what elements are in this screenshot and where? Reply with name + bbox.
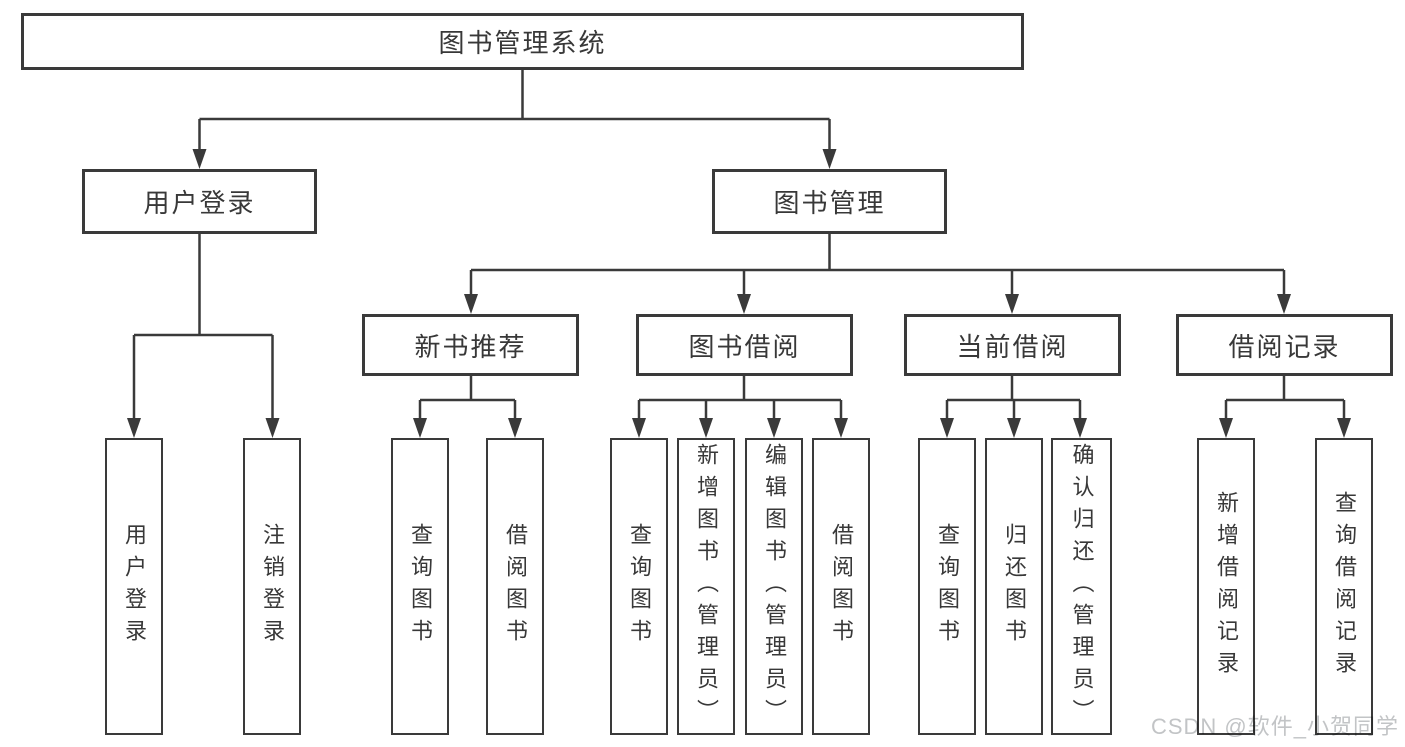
arrowhead-leaf-query-books-2 (632, 418, 646, 438)
arrowhead-leaf-edit-book (767, 418, 781, 438)
leaf-query-borrow-record-label: 查询借阅记录 (1332, 490, 1357, 683)
arrowhead-user-login (192, 149, 207, 169)
node-user-login: 用户登录 (82, 169, 317, 234)
node-new-book-rec-label: 新书推荐 (414, 331, 527, 362)
leaf-borrow-books-1: 借阅图书 (486, 438, 544, 735)
arrowhead-leaf-borrow-books-1 (508, 418, 522, 438)
node-root: 图书管理系统 (21, 13, 1024, 70)
arrowhead-leaf-confirm-return (1073, 418, 1087, 438)
node-book-borrow-label: 图书借阅 (688, 331, 801, 362)
connector-new-book-rec-children (418, 376, 517, 421)
node-current-borrow-label: 当前借阅 (956, 331, 1069, 362)
arrowhead-leaf-user-login (127, 418, 141, 438)
csdn-watermark: CSDN @软件_小贺同学 (1150, 714, 1399, 739)
node-book-mgmt-label: 图书管理 (773, 188, 886, 218)
connector-current-borrow-children (945, 376, 1082, 421)
node-borrow-records-label: 借阅记录 (1228, 331, 1341, 362)
leaf-query-books-1: 查询图书 (391, 438, 449, 735)
arrowhead-leaf-add-book (699, 418, 713, 438)
leaf-query-books-2: 查询图书 (610, 438, 668, 735)
arrowhead-leaf-query-books-3 (940, 418, 954, 438)
leaf-user-login-label: 用户登录 (122, 522, 147, 651)
leaf-edit-book-admin-label: 编辑图书（管理员） (762, 442, 787, 731)
arrowhead-current-borrow (1005, 294, 1019, 314)
leaf-return-book: 归还图书 (985, 438, 1043, 735)
node-borrow-records: 借阅记录 (1176, 314, 1393, 376)
arrowhead-leaf-borrow-books-2 (834, 418, 848, 438)
node-user-login-label: 用户登录 (143, 188, 256, 218)
node-new-book-rec: 新书推荐 (362, 314, 579, 376)
leaf-logout: 注销登录 (243, 438, 301, 735)
leaf-add-borrow-record-label: 新增借阅记录 (1214, 490, 1239, 683)
connector-borrow-records-children (1224, 376, 1346, 421)
leaf-add-borrow-record: 新增借阅记录 (1197, 438, 1255, 735)
connector-root-to-level2 (198, 70, 831, 151)
leaf-query-books-2-label: 查询图书 (627, 522, 652, 651)
leaf-add-book-admin-label: 新增图书（管理员） (694, 442, 719, 731)
arrowhead-book-mgmt (822, 149, 837, 169)
leaf-query-books-3-label: 查询图书 (935, 522, 960, 651)
node-current-borrow: 当前借阅 (904, 314, 1121, 376)
leaf-query-borrow-record: 查询借阅记录 (1315, 438, 1373, 735)
leaf-borrow-books-2: 借阅图书 (812, 438, 870, 735)
arrowhead-book-borrow (737, 294, 751, 314)
arrowhead-borrow-records (1277, 294, 1291, 314)
arrowhead-leaf-query-borrow-record (1337, 418, 1351, 438)
arrowhead-leaf-return-book (1007, 418, 1021, 438)
leaf-confirm-return-admin: 确认归还（管理员） (1051, 438, 1112, 735)
node-book-mgmt: 图书管理 (712, 169, 947, 234)
arrowhead-leaf-add-borrow-record (1219, 418, 1233, 438)
leaf-borrow-books-2-label: 借阅图书 (829, 522, 854, 651)
arrowhead-leaf-logout (265, 418, 280, 438)
leaf-borrow-books-1-label: 借阅图书 (503, 522, 528, 651)
connector-book-mgmt-children (469, 233, 1286, 297)
leaf-edit-book-admin: 编辑图书（管理员） (745, 438, 803, 735)
leaf-query-books-1-label: 查询图书 (408, 522, 433, 651)
node-root-label: 图书管理系统 (438, 28, 607, 58)
leaf-return-book-label: 归还图书 (1002, 522, 1027, 651)
leaf-confirm-return-admin-label: 确认归还（管理员） (1069, 442, 1095, 731)
leaf-logout-label: 注销登录 (260, 522, 285, 651)
arrowhead-new-book-rec (464, 294, 478, 314)
connector-user-login-children (132, 234, 274, 421)
leaf-user-login: 用户登录 (105, 438, 163, 735)
leaf-query-books-3: 查询图书 (918, 438, 976, 735)
connector-book-borrow-children (637, 376, 843, 421)
arrowhead-leaf-query-books-1 (413, 418, 427, 438)
leaf-add-book-admin: 新增图书（管理员） (677, 438, 735, 735)
node-book-borrow: 图书借阅 (636, 314, 853, 376)
